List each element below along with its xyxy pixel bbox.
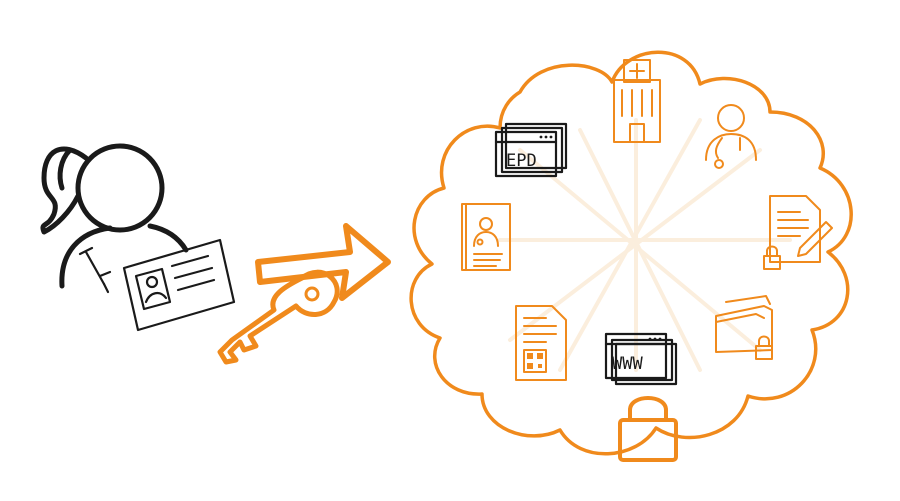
doctor-icon xyxy=(705,104,757,169)
padlock-icon xyxy=(618,396,678,462)
patient-record-icon xyxy=(461,203,511,271)
epd-windows-icon: EPD xyxy=(494,122,568,178)
key-icon xyxy=(217,269,340,365)
www-label: WWW xyxy=(612,354,643,374)
network-spokes xyxy=(498,118,792,372)
folder-locked-icon xyxy=(715,295,773,360)
id-card-icon xyxy=(122,238,236,332)
hospital-icon xyxy=(613,59,661,143)
syringe-icon xyxy=(78,246,112,294)
arrow-icon xyxy=(255,223,391,301)
cloud-icon xyxy=(409,50,853,456)
signed-document-icon xyxy=(763,195,833,270)
epd-label: EPD xyxy=(506,151,537,171)
qr-document-icon xyxy=(515,305,567,381)
patient-icon xyxy=(40,143,189,289)
website-windows-icon: WWW xyxy=(604,332,678,386)
